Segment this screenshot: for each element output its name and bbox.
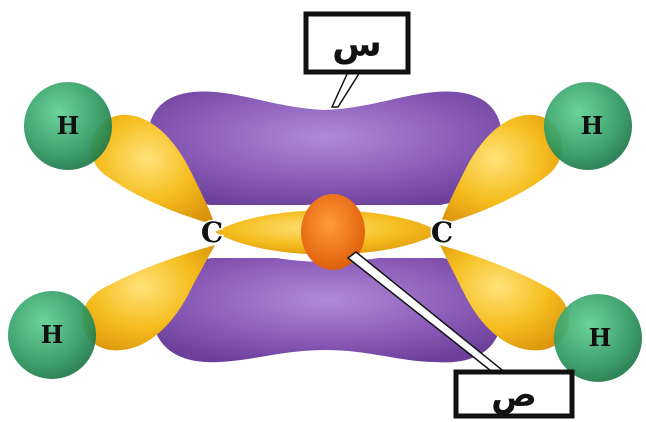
pi-lobe-top (148, 92, 502, 205)
hydrogen-top-left-label: H (57, 111, 80, 140)
pi-lobe-bottom (152, 258, 502, 362)
hydrogen-bottom-right-label: H (589, 323, 612, 352)
hydrogen-top-right-label: H (581, 111, 604, 140)
carbon-left-label: C (201, 216, 223, 249)
hydrogen-bottom-left-label: H (41, 320, 64, 349)
sigma-callout-label: ص (491, 375, 537, 415)
carbon-right-label: C (431, 216, 453, 249)
pi-callout-leader (332, 72, 360, 107)
pi-callout-label: س (332, 24, 382, 65)
